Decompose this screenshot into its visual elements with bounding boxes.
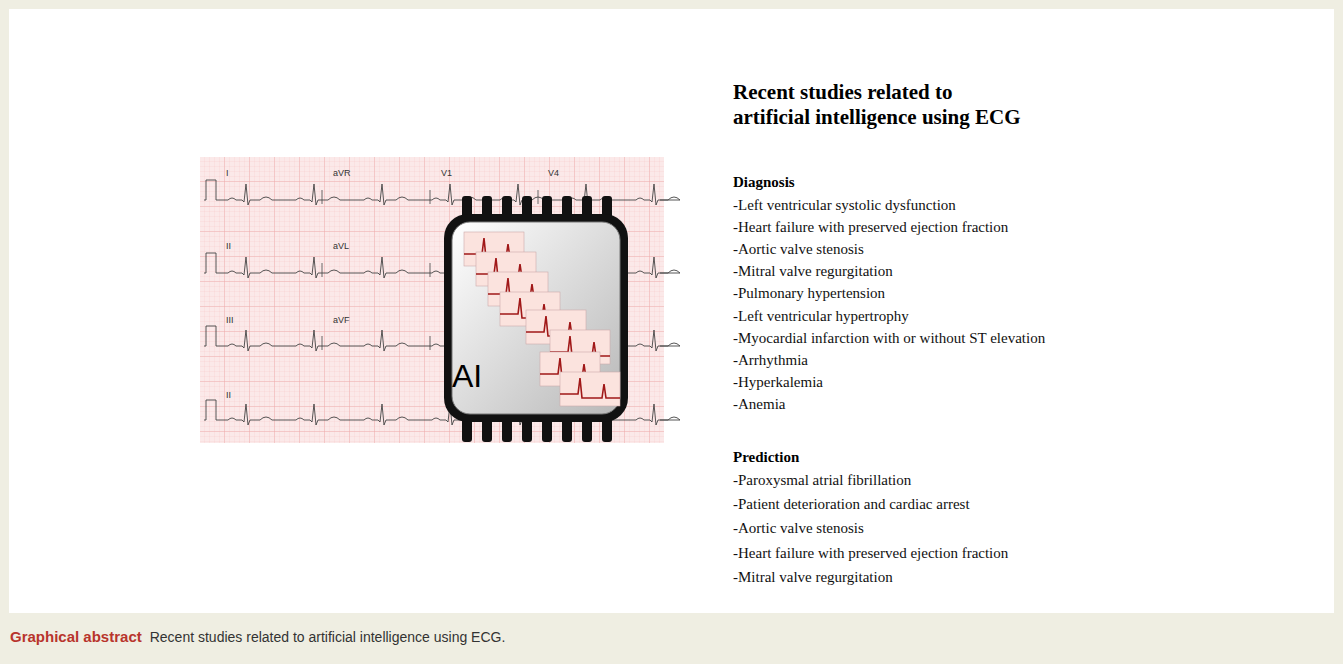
lead-label: III xyxy=(226,315,234,325)
lead-marker xyxy=(322,190,323,204)
list-item: -Pulmonary hypertension xyxy=(733,285,885,302)
lead-label: V4 xyxy=(548,168,559,178)
list-item: -Mitral valve regurgitation xyxy=(733,263,893,280)
list-item: -Arrhythmia xyxy=(733,352,808,369)
chip-label: AI xyxy=(452,358,482,394)
lead-marker xyxy=(322,263,323,277)
list-item: -Mitral valve regurgitation xyxy=(733,569,893,586)
heading: Recent studies related to artificial int… xyxy=(733,80,1023,130)
lead-label: II xyxy=(226,390,231,400)
lead-label: aVL xyxy=(333,241,349,251)
list-item: -Heart failure with preserved ejection f… xyxy=(733,219,1008,236)
lead-label: I xyxy=(226,168,229,178)
list-item: -Heart failure with preserved ejection f… xyxy=(733,545,1008,562)
section-heading: Prediction xyxy=(733,449,799,466)
ecg-card-trace xyxy=(560,378,620,398)
ecg-traces xyxy=(204,180,680,425)
list-item: -Hyperkalemia xyxy=(733,374,823,391)
lead-marker xyxy=(430,336,431,350)
list-item: -Aortic valve stenosis xyxy=(733,520,864,537)
lead-label: V1 xyxy=(441,168,452,178)
section-heading: Diagnosis xyxy=(733,174,795,191)
lead-marker xyxy=(322,336,323,350)
lead-label: aVR xyxy=(333,168,351,178)
caption-label: Graphical abstract xyxy=(10,628,142,645)
list-item: -Anemia xyxy=(733,396,785,413)
list-item: -Left ventricular systolic dysfunction xyxy=(733,197,956,214)
chip-body xyxy=(444,214,628,422)
ecg-card xyxy=(560,372,620,406)
caption: Recent studies related to artificial int… xyxy=(150,629,506,645)
lead-marker xyxy=(430,190,431,204)
list-item: -Patient deterioration and cardiac arres… xyxy=(733,496,970,513)
lead-marker xyxy=(430,263,431,277)
list-item: -Paroxysmal atrial fibrillation xyxy=(733,472,911,489)
lead-marker xyxy=(538,190,539,204)
chip-die xyxy=(452,222,620,414)
list-item: -Left ventricular hypertrophy xyxy=(733,308,909,325)
ai-chip xyxy=(444,196,628,442)
list-item: -Myocardial infarction with or without S… xyxy=(733,330,1045,347)
list-item: -Aortic valve stenosis xyxy=(733,241,864,258)
lead-label: aVF xyxy=(333,315,350,325)
lead-label: II xyxy=(226,241,231,251)
